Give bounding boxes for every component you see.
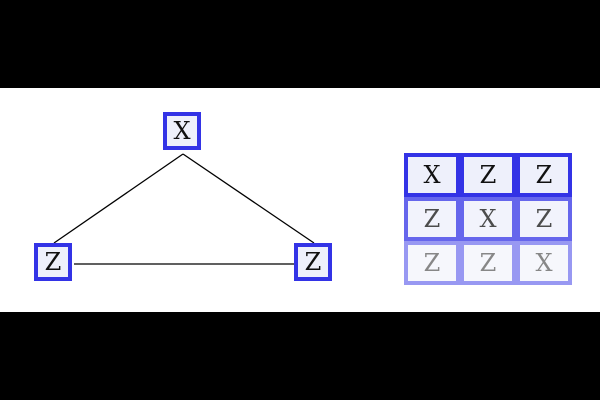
matrix-cell-label: Z — [479, 161, 497, 189]
matrix-cell-label: Z — [535, 205, 553, 233]
matrix-row: Z Z X — [404, 241, 572, 285]
matrix-cell: Z — [516, 197, 572, 241]
matrix-row: Z X Z — [404, 197, 572, 241]
graph-node-label: Z — [304, 248, 322, 276]
graph-node-top: X — [163, 112, 201, 150]
matrix-cell: X — [404, 153, 460, 197]
matrix-cell: Z — [404, 241, 460, 285]
matrix-cell-label: X — [423, 161, 441, 189]
matrix-cell-label: Z — [479, 249, 497, 277]
matrix-cell-label: Z — [423, 205, 441, 233]
matrix-cell: Z — [460, 153, 516, 197]
matrix-cell: X — [516, 241, 572, 285]
matrix-cell: Z — [460, 241, 516, 285]
matrix-cell-label: Z — [535, 161, 553, 189]
matrix-row: X Z Z — [404, 153, 572, 197]
matrix-cell-label: X — [535, 249, 553, 277]
matrix-cell: Z — [404, 197, 460, 241]
graph-node-label: X — [173, 117, 191, 145]
graph-node-bottom-right: Z — [294, 243, 332, 281]
matrix-cell: X — [460, 197, 516, 241]
matrix-cell: Z — [516, 153, 572, 197]
matrix-cell-label: X — [479, 205, 497, 233]
edge-top-bottom-right — [182, 153, 315, 244]
operator-matrix: X Z Z Z X Z Z Z X — [404, 153, 572, 285]
graph-node-label: Z — [44, 248, 62, 276]
matrix-cell-label: Z — [423, 249, 441, 277]
edge-top-bottom-left — [53, 153, 184, 244]
graph-node-bottom-left: Z — [34, 243, 72, 281]
